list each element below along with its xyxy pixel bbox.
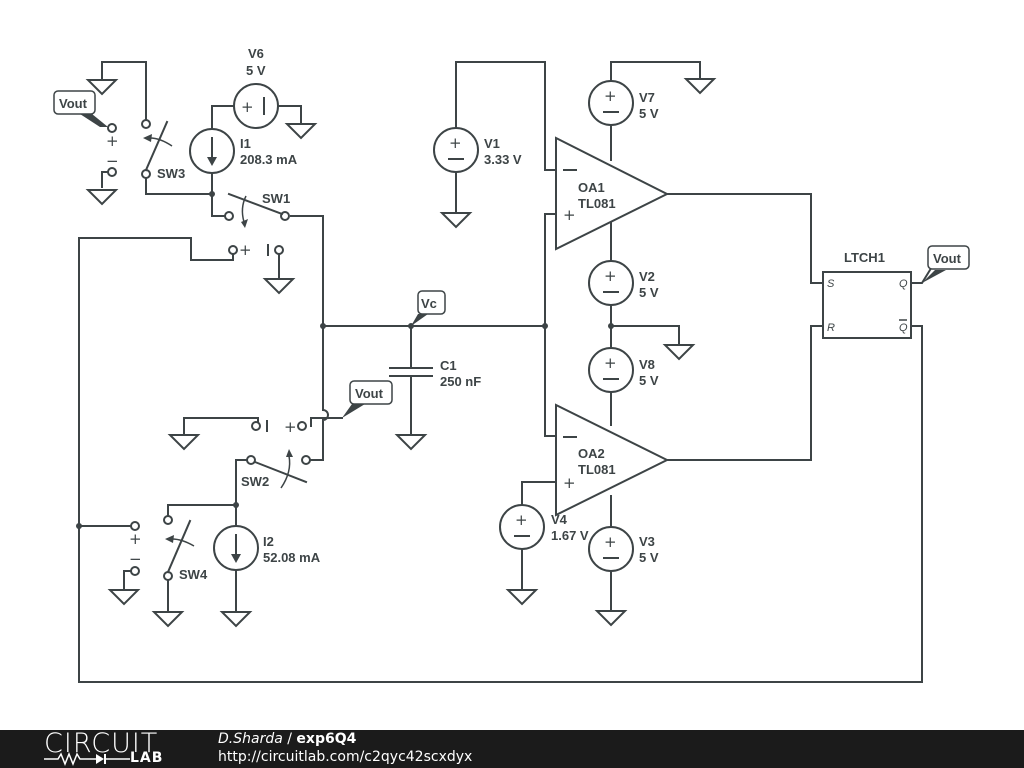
switch-sw4[interactable]: + − SW4 [129, 515, 208, 582]
ground-icon [441, 212, 471, 228]
v6-value: 5 V [246, 63, 266, 78]
v7-value: 5 V [639, 106, 659, 121]
v1-value: 3.33 V [484, 152, 522, 167]
minus-glyph: − [129, 550, 142, 568]
v8-label: V8 [639, 357, 655, 372]
sw1-label: SW1 [262, 191, 290, 206]
plus-glyph: + [563, 474, 576, 492]
author-line: D.Sharda / exp6Q4 [218, 731, 356, 747]
i1-label: I1 [240, 136, 251, 151]
ground-icon [87, 189, 117, 205]
pin-s: S [827, 278, 835, 290]
i2-label: I2 [263, 534, 274, 549]
capacitor-c1[interactable]: C1 250 nF [389, 358, 481, 389]
oa2-label: OA2 [578, 446, 605, 461]
junctions [76, 191, 614, 529]
voltage-source-v3[interactable]: + V3 5 V [588, 526, 659, 572]
minus-glyph: − [106, 152, 119, 170]
i1-value: 208.3 mA [240, 152, 298, 167]
ground-icon [596, 610, 626, 626]
ground-icon [153, 611, 183, 627]
v2-label: V2 [639, 269, 655, 284]
plus-glyph: + [563, 206, 576, 224]
v1-label: V1 [484, 136, 500, 151]
net-label-vc[interactable]: Vc [411, 290, 446, 326]
net-label-vout-sw3[interactable]: Vout [53, 90, 108, 127]
plus-glyph: + [604, 267, 617, 285]
switch-sw1[interactable]: SW1 + [224, 191, 290, 259]
c1-label: C1 [440, 358, 457, 373]
voltage-source-v8[interactable]: + V8 5 V [588, 347, 659, 393]
ground-icon [169, 434, 199, 450]
separator: / [282, 731, 297, 747]
footer-bar: CIRCUIT LAB D.Sharda / exp6Q4 http://cir… [0, 728, 1024, 768]
opamp-oa1[interactable]: + OA1 TL081 [555, 136, 670, 251]
voltage-source-v2[interactable]: + V2 5 V [588, 260, 659, 306]
v4-label: V4 [551, 512, 568, 527]
switch-sw2[interactable]: + SW2 [241, 418, 311, 489]
v4-value: 1.67 V [551, 528, 589, 543]
ground-icon [685, 78, 715, 94]
plus-glyph: + [239, 241, 252, 259]
oa2-model: TL081 [578, 462, 616, 477]
ground-icon [507, 589, 537, 605]
plus-glyph: + [284, 418, 297, 436]
pin-r: R [827, 322, 835, 334]
plus-glyph: + [604, 354, 617, 372]
ground-icon [221, 611, 251, 627]
oa1-label: OA1 [578, 180, 605, 195]
plus-glyph: + [241, 98, 254, 116]
plus-glyph: + [515, 511, 528, 529]
wires [78, 61, 932, 683]
oa1-model: TL081 [578, 196, 616, 211]
v3-label: V3 [639, 534, 655, 549]
v2-value: 5 V [639, 285, 659, 300]
schematic-canvas: + − SW3 + V6 5 V I1 208.3 mA SW1 + [53, 46, 970, 683]
pin-qbar: Q [899, 322, 908, 334]
latch-ltch1[interactable]: LTCH1 S R Q Q [822, 250, 912, 339]
circuitlab-logo[interactable]: CIRCUIT [44, 728, 159, 759]
project-name[interactable]: exp6Q4 [296, 731, 357, 747]
plus-glyph: + [129, 530, 142, 548]
c1-value: 250 nF [440, 374, 481, 389]
voltage-source-v1[interactable]: + V1 3.33 V [433, 127, 522, 173]
opamp-oa2[interactable]: + OA2 TL081 [555, 403, 670, 517]
voltage-source-v6[interactable]: + V6 5 V [233, 46, 279, 129]
ground-icon [109, 589, 139, 605]
v8-value: 5 V [639, 373, 659, 388]
logo-lab-text: LAB [130, 750, 164, 766]
plus-glyph: + [604, 87, 617, 105]
sw4-label: SW4 [179, 567, 208, 582]
ltch1-label: LTCH1 [844, 250, 885, 265]
plus-glyph: + [449, 134, 462, 152]
svg-text:Vout: Vout [933, 251, 962, 266]
sw2-label: SW2 [241, 474, 269, 489]
ground-icon [664, 344, 694, 360]
current-source-i2[interactable]: I2 52.08 mA [213, 525, 321, 571]
v7-label: V7 [639, 90, 655, 105]
switch-sw3[interactable]: + − SW3 [101, 119, 185, 188]
plus-glyph: + [106, 132, 119, 150]
voltage-source-v7[interactable]: + V7 5 V [588, 80, 659, 126]
resistor-diode-logo-icon [44, 752, 130, 766]
voltage-source-v4[interactable]: + V4 1.67 V [499, 504, 589, 550]
current-source-i1[interactable]: I1 208.3 mA [189, 128, 298, 174]
ground-icon [396, 434, 426, 450]
v3-value: 5 V [639, 550, 659, 565]
svg-text:Vc: Vc [421, 296, 437, 311]
ground-icon [286, 123, 316, 139]
ground-icon [264, 278, 294, 294]
sw3-label: SW3 [157, 166, 185, 181]
net-label-vout-latch[interactable]: Vout [922, 245, 970, 283]
project-url[interactable]: http://circuitlab.com/c2qyc42scxdyx [218, 749, 473, 765]
pin-q: Q [899, 278, 908, 290]
net-label-vout-sw2[interactable]: Vout [342, 380, 393, 418]
plus-glyph: + [604, 533, 617, 551]
i2-value: 52.08 mA [263, 550, 321, 565]
v6-label: V6 [248, 46, 264, 61]
author-name[interactable]: D.Sharda [218, 731, 283, 747]
svg-text:Vout: Vout [355, 386, 384, 401]
svg-text:Vout: Vout [59, 96, 88, 111]
